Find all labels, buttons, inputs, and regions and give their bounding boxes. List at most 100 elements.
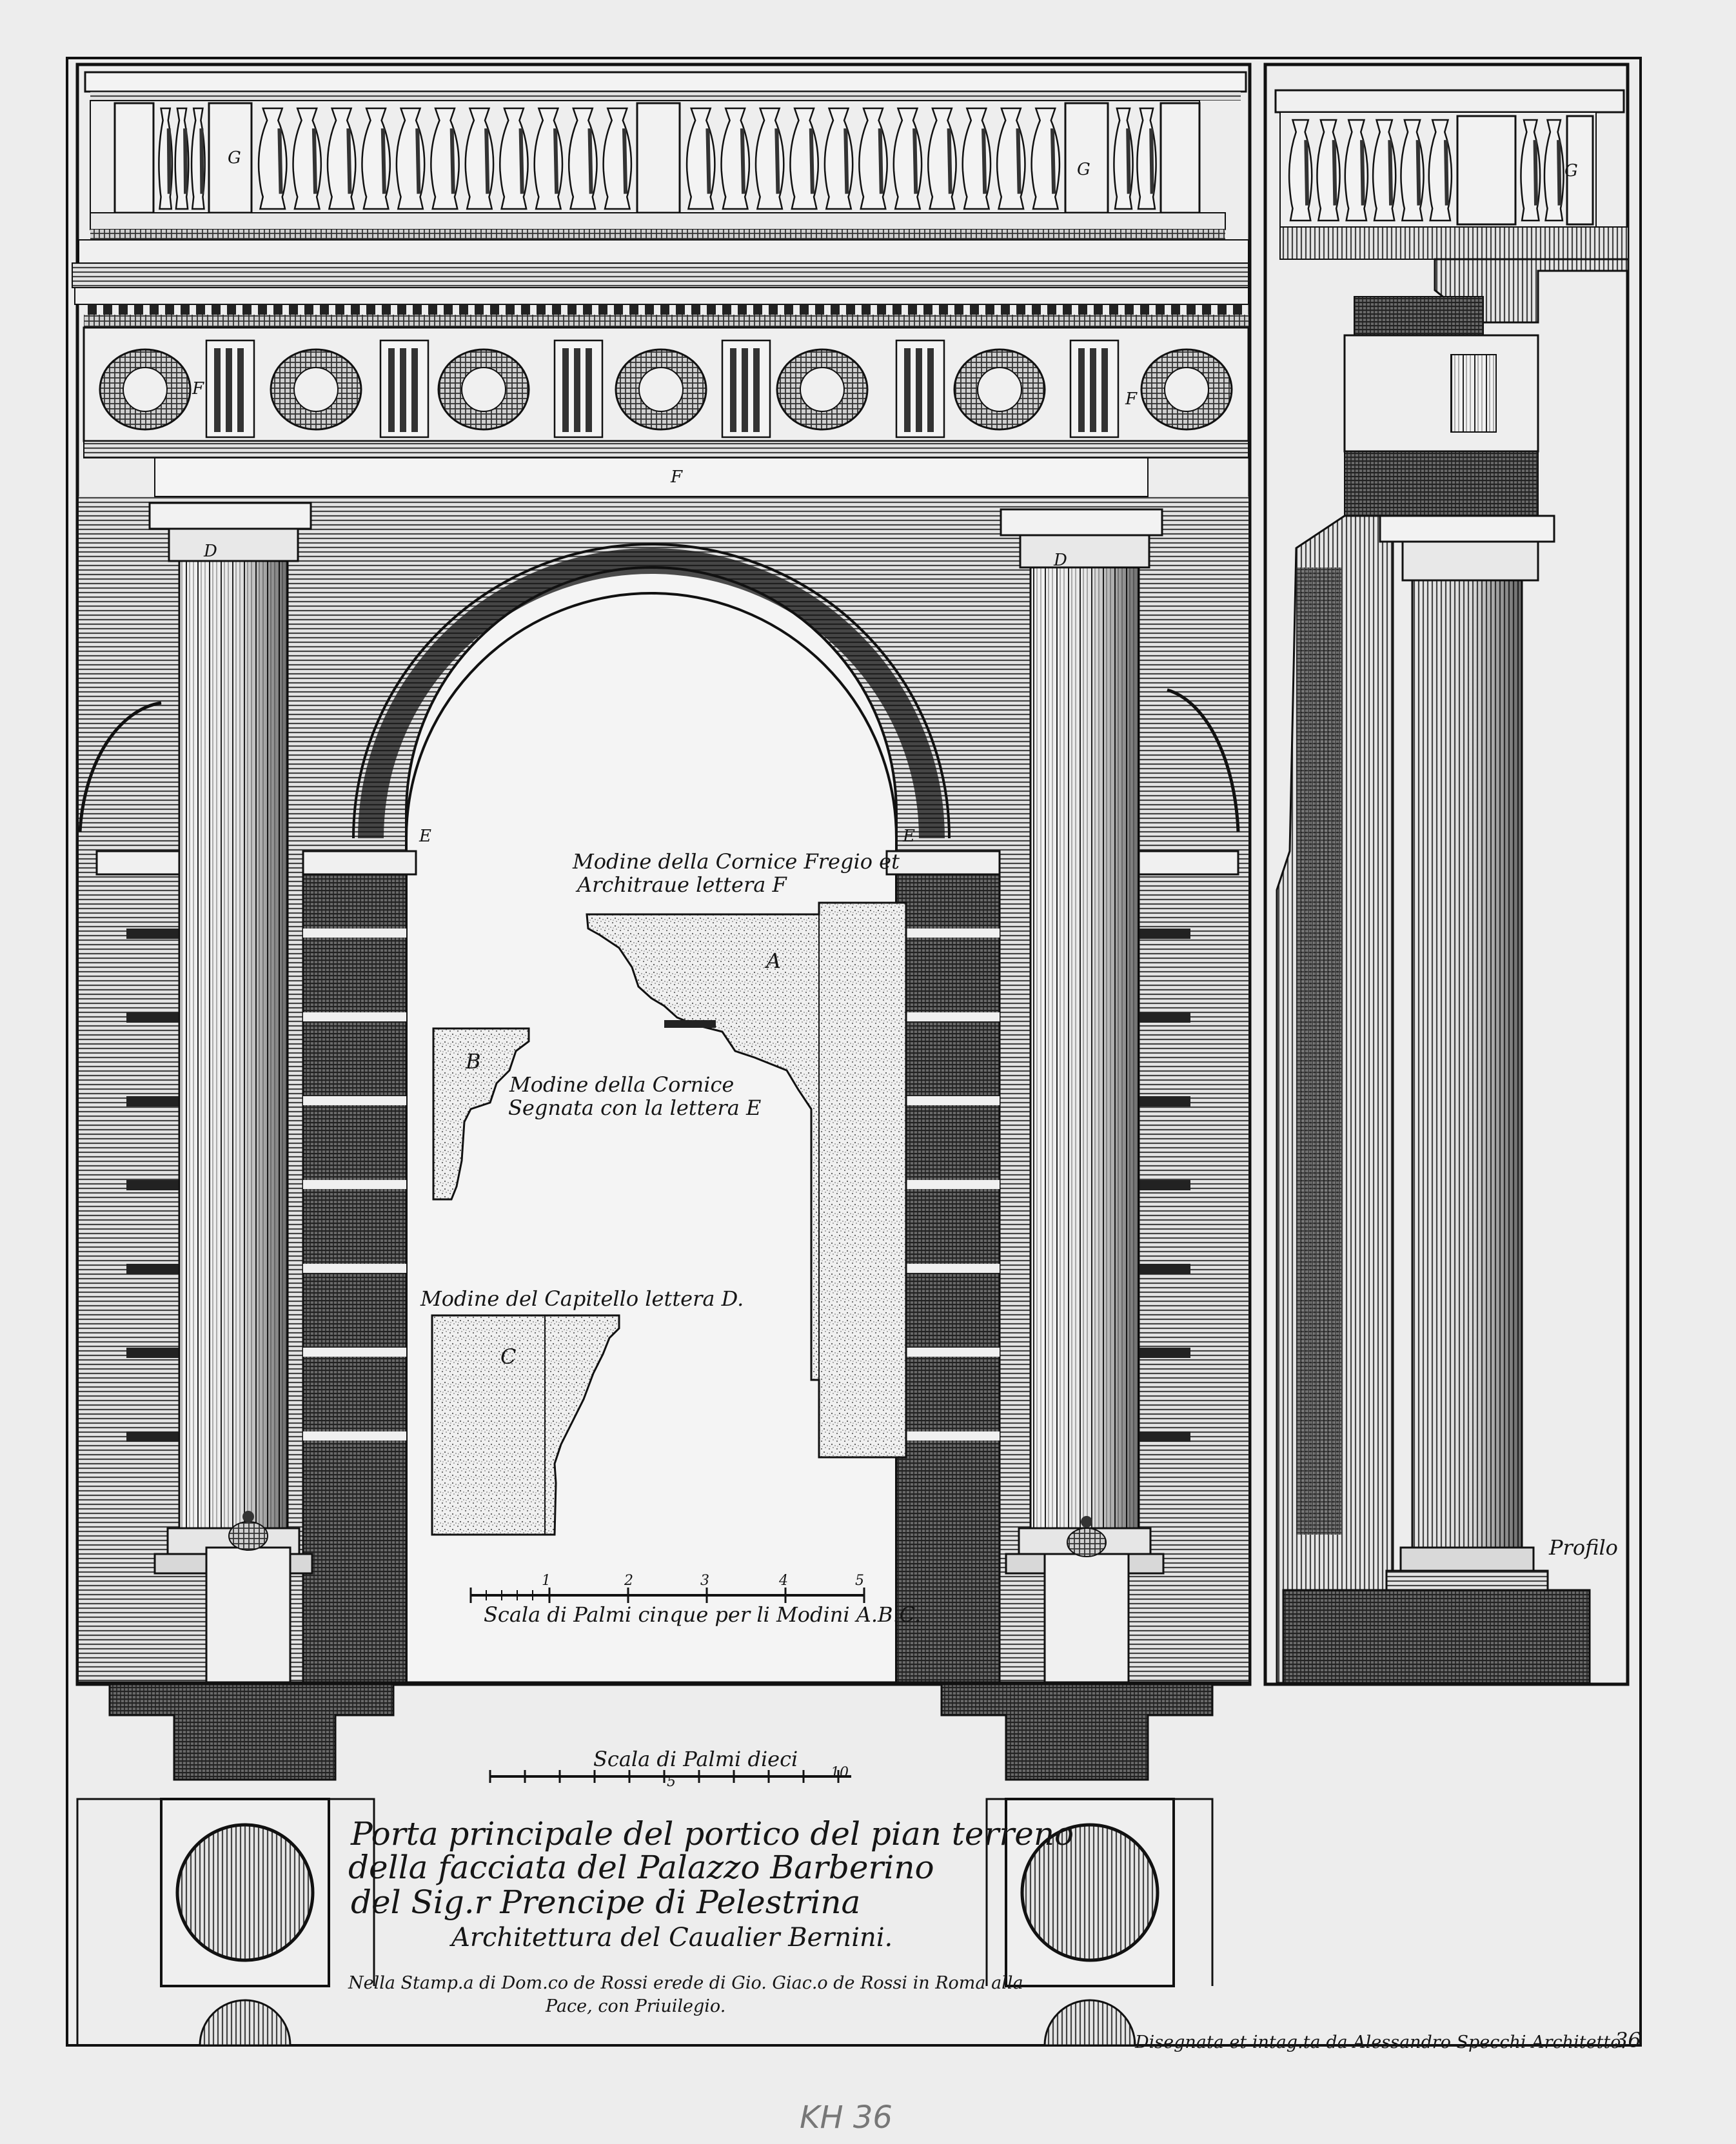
- left-column: [148, 502, 313, 1575]
- plan-half-circle-left: [199, 1999, 291, 2047]
- balustrade-band: [90, 92, 1241, 101]
- dentil: [1233, 304, 1242, 315]
- rustication-band: [126, 1348, 181, 1358]
- dentil: [1187, 304, 1196, 315]
- baluster-shadow: [740, 128, 746, 194]
- dentil: [645, 304, 654, 315]
- triglyph-groove: [753, 348, 760, 432]
- dentil: [242, 304, 252, 315]
- triglyph-groove: [400, 348, 406, 432]
- label-g-2: G: [1077, 160, 1090, 179]
- plan-half-circle-right: [1043, 1999, 1136, 2047]
- dentil: [660, 304, 669, 315]
- dentil: [954, 304, 963, 315]
- baluster-shadow: [878, 128, 883, 194]
- imprint-line-1: Nella Stamp.a di Dom.co de Rossi erede d…: [348, 1973, 1023, 1993]
- baluster-shadow: [774, 128, 780, 194]
- dentil: [1125, 304, 1134, 315]
- caption-cornice-frieze-2: Architraue lettera F: [577, 872, 787, 897]
- right-pedestal: [1043, 1516, 1130, 1684]
- rustication-band: [303, 1348, 406, 1357]
- baluster-shadow: [166, 128, 172, 194]
- profile-a-letter: A: [766, 949, 782, 973]
- rustication-band: [126, 929, 181, 939]
- dentil: [1171, 304, 1180, 315]
- plate-outer-border: [66, 57, 1642, 2047]
- dentil: [88, 304, 97, 315]
- side-cornice: [1343, 258, 1630, 516]
- side-arch-right: [1167, 688, 1240, 832]
- rustication-band: [303, 1012, 406, 1021]
- profile-c-letter: C: [500, 1344, 517, 1369]
- dentil: [537, 304, 546, 315]
- dentil: [769, 304, 778, 315]
- profile-a-dentils: [664, 1020, 716, 1028]
- cornice-upper: [78, 239, 1249, 264]
- triglyph-groove: [927, 348, 934, 432]
- title-line-1: Porta principale del portico del pian te…: [351, 1815, 1074, 1853]
- rustication-band: [126, 1012, 181, 1023]
- rustication-band: [1139, 1431, 1190, 1442]
- rustication-band: [1139, 1012, 1190, 1023]
- dentil: [382, 304, 391, 315]
- dentil: [784, 304, 793, 315]
- small-scale-tick-4: 4: [779, 1573, 788, 1589]
- dentil: [1032, 304, 1041, 315]
- cornice-corona: [72, 262, 1249, 288]
- side-column: [1282, 515, 1591, 1684]
- arch-archivolt-outer: [352, 543, 951, 839]
- dentil: [181, 304, 190, 315]
- baluster-shadow: [484, 128, 490, 194]
- balustrade-plinth: [90, 212, 1226, 230]
- dentil: [335, 304, 344, 315]
- dentil: [165, 304, 174, 315]
- arch-archivolt: [358, 548, 945, 839]
- baluster-shadow: [1332, 140, 1337, 206]
- label-d-2: D: [1054, 551, 1067, 570]
- profile-b-letter: B: [466, 1049, 481, 1074]
- frieze-ornament-center: [638, 367, 684, 412]
- dentil: [134, 304, 143, 315]
- dentil: [103, 304, 112, 315]
- frieze-ornament-center: [800, 367, 845, 412]
- dentil: [862, 304, 871, 315]
- dentil: [444, 304, 453, 315]
- rustication-band: [896, 1180, 1000, 1189]
- dentil: [985, 304, 994, 315]
- triglyph-groove: [388, 348, 395, 432]
- dentil: [351, 304, 360, 315]
- dentil: [552, 304, 561, 315]
- side-arch-left: [78, 701, 162, 832]
- baluster-shadow: [346, 128, 352, 194]
- balusters: [158, 107, 1157, 210]
- arch-archivolt-inner: [405, 592, 898, 839]
- baluster-shadow: [1304, 140, 1310, 206]
- dentil: [923, 304, 932, 315]
- plate-number: 36: [1615, 2028, 1641, 2052]
- triglyph-groove: [226, 348, 232, 432]
- dentil: [196, 304, 205, 315]
- large-scale: [489, 1770, 851, 1783]
- triglyph-groove: [586, 348, 592, 432]
- dentil: [691, 304, 700, 315]
- dentil: [676, 304, 685, 315]
- baluster-shadow: [1533, 140, 1539, 206]
- dentil: [908, 304, 917, 315]
- dentil: [273, 304, 282, 315]
- small-scale-label: Scala di Palmi cinque per li Modini A.B.…: [484, 1602, 922, 1627]
- triglyph-groove: [1090, 348, 1096, 432]
- baluster-shadow: [1415, 140, 1421, 206]
- baluster-shadow: [587, 128, 593, 194]
- dentil: [939, 304, 948, 315]
- architrave-fascia: [154, 457, 1149, 497]
- profile-b: [432, 1027, 530, 1201]
- dentil: [846, 304, 855, 315]
- label-f-3: F: [671, 467, 683, 487]
- triglyph-groove: [237, 348, 244, 432]
- rustication-band: [126, 1264, 181, 1274]
- caption-cornice-e-1: Modine della Cornice: [509, 1072, 735, 1097]
- dentil: [1109, 304, 1118, 315]
- dentil: [1094, 304, 1103, 315]
- baluster-shadow: [622, 128, 628, 194]
- dentil: [1047, 304, 1056, 315]
